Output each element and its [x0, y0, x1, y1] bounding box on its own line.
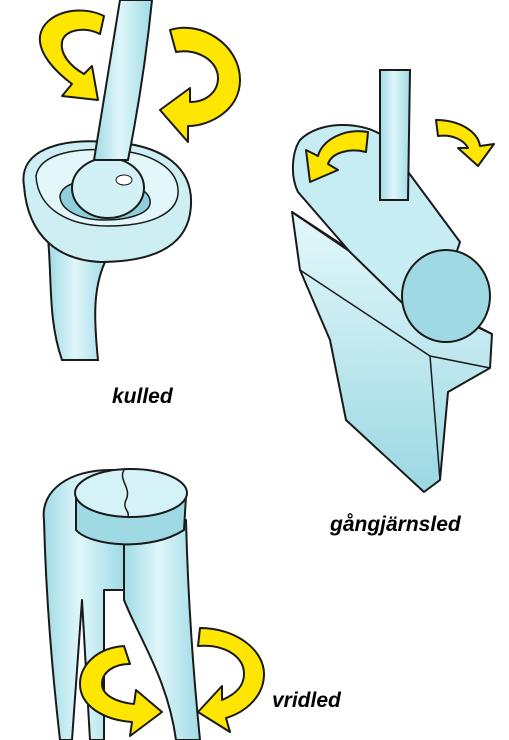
hinge-joint-illustration — [292, 70, 494, 492]
pivot-joint-illustration — [44, 469, 264, 740]
ball-joint-rotation-arrow-left — [40, 10, 104, 100]
hinge-joint-cylinder-end — [402, 250, 490, 342]
pivot-joint-label: vridled — [272, 690, 341, 711]
ball-joint-ball — [72, 158, 144, 218]
pivot-joint-arrow-right — [198, 628, 264, 732]
hinge-joint-upper-shaft — [380, 70, 410, 200]
ball-joint-label: kulled — [112, 386, 173, 407]
ball-joint-rotation-arrow-right — [160, 28, 240, 142]
hinge-joint-label: gångjärnsled — [330, 514, 461, 535]
hinge-joint-arrow-right — [436, 120, 494, 166]
pivot-joint-head-top — [75, 469, 187, 517]
ball-joint-illustration — [23, 0, 240, 360]
